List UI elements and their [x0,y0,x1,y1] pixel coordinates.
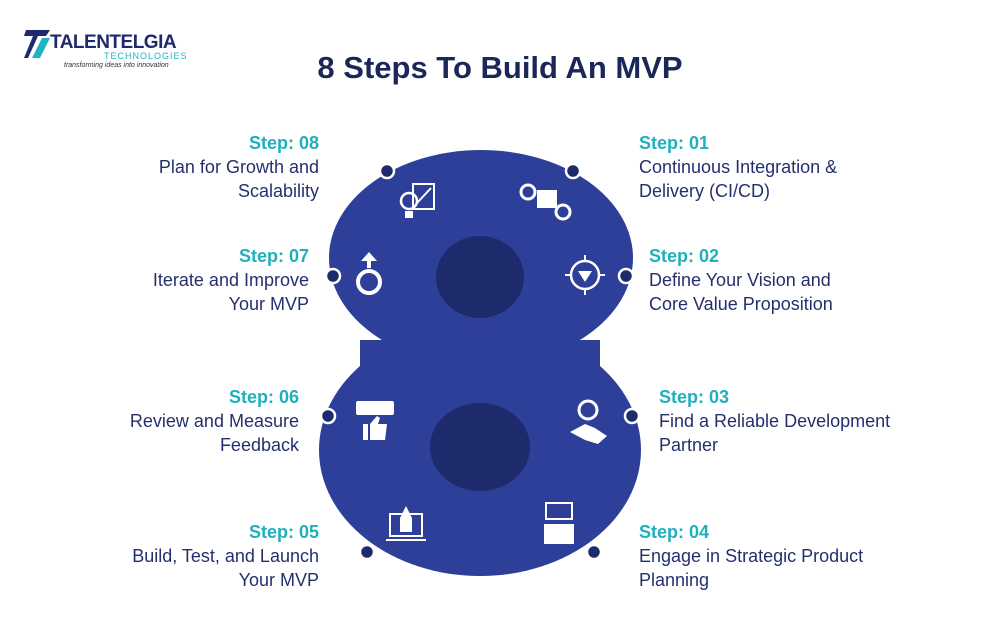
step-text: Delivery (CI/CD) [639,181,771,201]
logo-sub: TECHNOLOGIES [104,51,188,61]
step-text: Engage in Strategic Product [639,546,864,566]
rocket-laptop-icon [386,506,426,541]
step-text: Scalability [237,181,319,201]
step-label: Step: 01 [639,133,710,153]
step-label: Step: 02 [649,246,720,266]
step-01-dot [564,162,582,180]
step-07: Step: 07 Iterate and Improve Your MVP [153,244,309,316]
logo-tagline: transforming ideas into innovation [64,62,169,69]
step-text: Plan for Growth and [158,157,319,177]
step-02: Step: 02 Define Your Vision and Core Val… [649,244,833,316]
step-label: Step: 06 [228,387,299,407]
step-label: Step: 03 [659,387,730,407]
step-text: Review and Measure [129,411,299,431]
step-06-dot [319,407,337,425]
step-label: Step: 08 [248,133,319,153]
step-text: Define Your Vision and [649,270,831,290]
step-label: Step: 04 [639,522,710,542]
step-text: Build, Test, and Launch [132,546,319,566]
logo-mark-icon [24,30,50,58]
bottom-hole [430,403,530,491]
step-08-dot [378,162,396,180]
gear-arrow-up-icon [356,252,382,295]
step-label: Step: 05 [248,522,319,542]
logo-brand: TALENTELGIA [50,32,177,53]
handshake-gear-icon [570,399,607,444]
step-text: Feedback [219,435,299,455]
step-04-dot [585,543,603,561]
step-text: Planning [639,570,710,590]
step-text: Your MVP [228,294,309,314]
step-06: Step: 06 Review and Measure Feedback [130,385,299,457]
step-text: Partner [659,435,719,455]
step-label: Step: 07 [238,246,309,266]
page-title: 8 Steps To Build An MVP [317,50,683,85]
step-02-dot [617,267,635,285]
step-05: Step: 05 Build, Test, and Launch Your MV… [132,520,319,592]
step-text: Your MVP [238,570,319,590]
step-03: Step: 03 Find a Reliable Development Par… [659,385,890,457]
rating-thumbs-up-icon [356,401,394,440]
top-hole [436,236,524,318]
step-text: Find a Reliable Development [659,411,891,431]
step-08: Step: 08 Plan for Growth and Scalability [159,131,319,203]
step-text: Core Value Proposition [649,294,833,314]
strategy-board-icon [544,502,574,544]
logo: TALENTELGIA TECHNOLOGIES transforming id… [24,26,187,76]
diamond-target-icon [565,255,605,295]
boxes-gears-icon [519,183,572,221]
step-03-dot [623,407,641,425]
step-text: Iterate and Improve [152,270,309,290]
step-04: Step: 04 Engage in Strategic Product Pla… [639,520,863,592]
step-01: Step: 01 Continuous Integration & Delive… [639,131,837,203]
step-text: Continuous Integration & [639,157,838,177]
step-07-dot [324,267,342,285]
bulb-growth-icon [399,183,435,218]
step-05-dot [358,543,376,561]
